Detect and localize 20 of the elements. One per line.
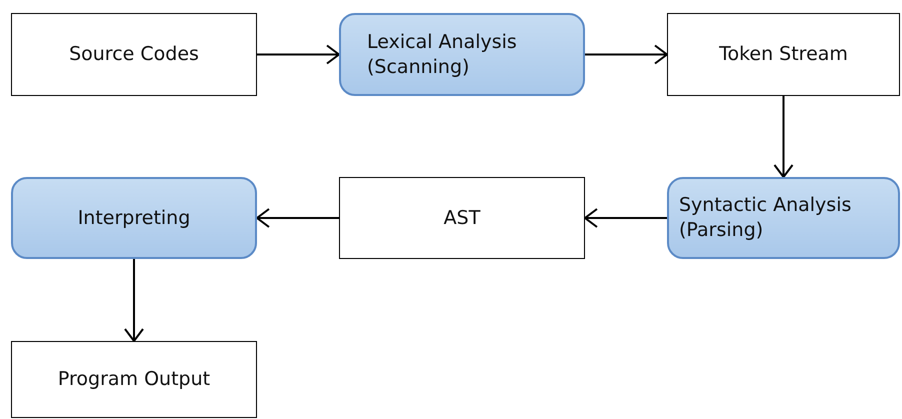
node-label: Source Codes	[69, 42, 199, 67]
arrow	[256, 208, 339, 228]
process-box	[339, 13, 585, 96]
node-label: Program Output	[58, 367, 210, 392]
data-box	[11, 341, 257, 418]
node-label: Syntactic Analysis (Parsing)	[679, 193, 852, 243]
arrow	[585, 44, 668, 64]
node-label: Lexical Analysis (Scanning)	[367, 30, 518, 80]
data-box	[667, 13, 900, 96]
data-box	[339, 177, 585, 259]
node-label: Token Stream	[719, 42, 848, 67]
arrow	[124, 259, 144, 342]
arrow	[257, 44, 340, 64]
node-label: AST	[444, 206, 480, 230]
node-label: Interpreting	[78, 206, 190, 230]
arrow	[584, 208, 667, 228]
data-box	[11, 13, 257, 96]
process-box	[11, 177, 257, 259]
arrow	[774, 96, 794, 178]
process-box	[667, 177, 900, 259]
